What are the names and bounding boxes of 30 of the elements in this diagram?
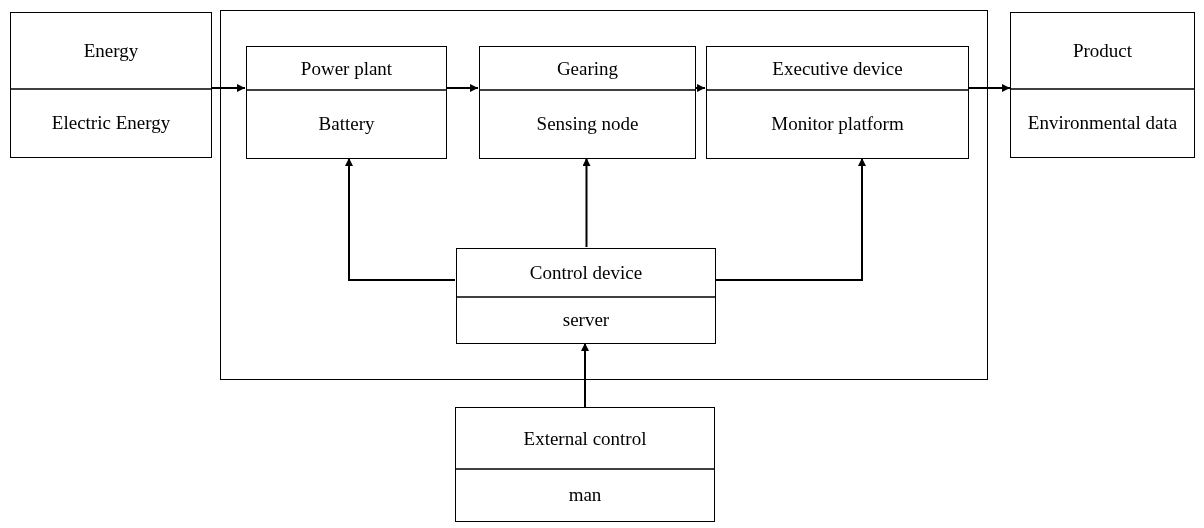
process-box: [246, 46, 447, 159]
arrow: [581, 342, 589, 408]
arrow: [694, 84, 706, 92]
arrow: [211, 84, 246, 92]
arrow: [582, 157, 591, 248]
box-text: Battery: [318, 113, 375, 135]
process-box: [10, 12, 212, 158]
box-text: Environmental data: [1027, 112, 1178, 134]
process-box: [455, 407, 715, 522]
box-heading: External control: [523, 427, 647, 450]
box-heading: Control device: [529, 262, 643, 284]
process-box: [479, 46, 696, 159]
box-text: server: [562, 309, 610, 331]
process-box: [1010, 12, 1195, 158]
process-box: [456, 248, 716, 344]
box-text: Electric Energy: [51, 112, 171, 134]
box-heading: Gearing: [556, 57, 619, 80]
box-heading: Energy: [83, 40, 139, 62]
box-text: man: [568, 484, 602, 506]
box-text: Monitor platform: [771, 113, 904, 135]
arrow: [345, 157, 456, 281]
arrow: [445, 84, 479, 92]
process-box: [706, 46, 969, 159]
box-heading: Power plant: [300, 57, 393, 80]
arrow: [714, 157, 866, 281]
box-heading: Product: [1072, 40, 1133, 62]
box-heading: Executive device: [772, 57, 903, 80]
frame-box: [220, 10, 988, 380]
box-text: Sensing node: [536, 113, 639, 135]
arrow: [967, 84, 1011, 92]
